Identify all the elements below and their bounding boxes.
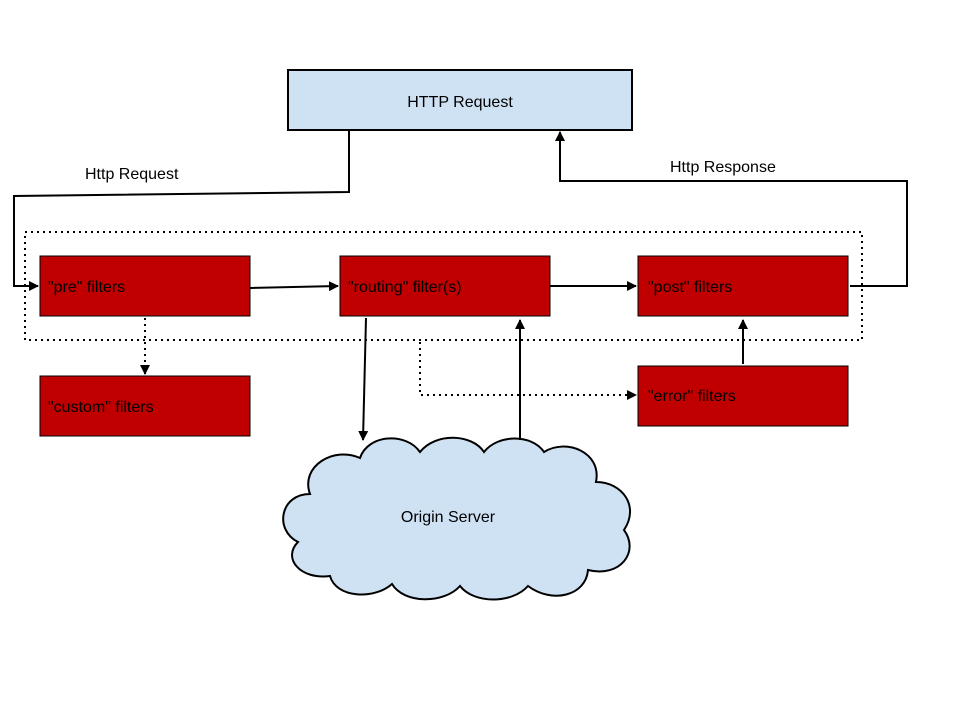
custom-filters-node: "custom" filters bbox=[39, 375, 251, 437]
error-filters-node: "error" filters bbox=[637, 365, 849, 427]
post-filters-label: "post" filters bbox=[648, 279, 732, 296]
error-filters-box bbox=[637, 365, 849, 427]
origin-server-label: Origin Server bbox=[401, 509, 496, 526]
pre-filters-label: "pre" filters bbox=[48, 279, 125, 296]
custom-filters-box bbox=[39, 375, 251, 437]
http-request-box bbox=[287, 69, 633, 131]
http-request-to-pre-arrow bbox=[13, 130, 350, 291]
routing-filters-node: "routing" filter(s) bbox=[339, 255, 551, 317]
routing-filters-label: "routing" filter(s) bbox=[348, 279, 462, 296]
post-filters-box bbox=[637, 255, 849, 317]
routing-to-origin-arrow bbox=[358, 317, 369, 441]
routing-filters-box bbox=[339, 255, 551, 317]
http-request-edge-label: Http Request bbox=[85, 166, 179, 183]
post-to-http-response-arrow bbox=[555, 131, 908, 287]
http-request-node: HTTP Request bbox=[287, 69, 633, 131]
http-response-edge-label: Http Response bbox=[670, 159, 776, 176]
error-filters-label: "error" filters bbox=[648, 388, 736, 405]
http-request-label: HTTP Request bbox=[407, 94, 513, 111]
origin-server-node: Origin Server bbox=[282, 436, 631, 601]
post-filters-node: "post" filters bbox=[637, 255, 849, 317]
pre-filters-box bbox=[39, 255, 251, 317]
pipeline-to-error-dotted-arrow bbox=[419, 342, 637, 400]
pre-to-routing-arrow bbox=[249, 281, 339, 292]
origin-server-cloud bbox=[282, 436, 631, 601]
custom-filters-label: "custom" filters bbox=[48, 399, 154, 416]
pre-filters-node: "pre" filters bbox=[39, 255, 251, 317]
